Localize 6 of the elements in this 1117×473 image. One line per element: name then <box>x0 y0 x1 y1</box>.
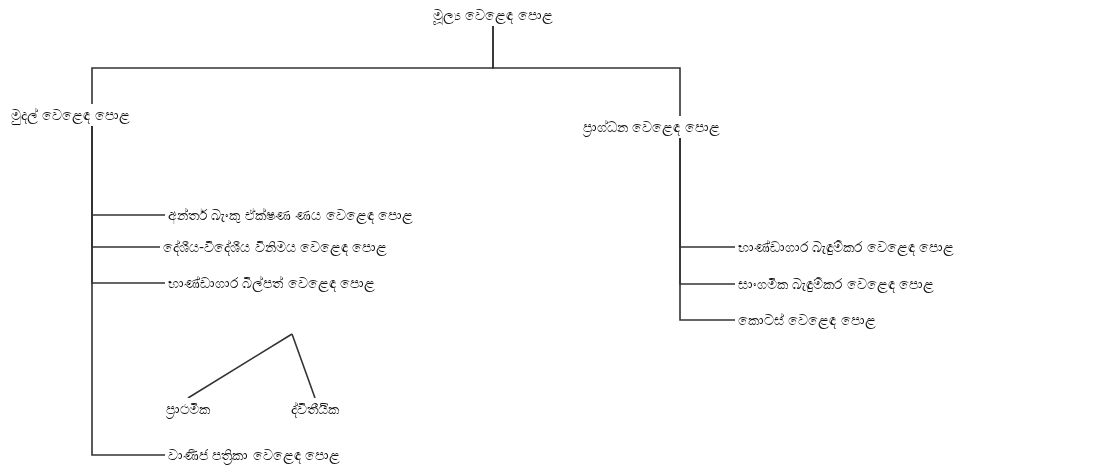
connector-line <box>679 137 736 321</box>
node-label: ද්විතීයික <box>288 398 342 421</box>
connector-line <box>291 333 316 399</box>
connector-line <box>492 25 681 117</box>
connector-line <box>187 333 293 399</box>
node-label: ප්‍රාථමික <box>163 398 213 421</box>
